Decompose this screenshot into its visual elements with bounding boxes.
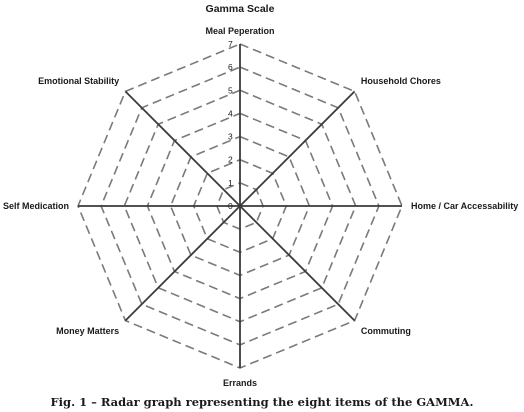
- tick-labels: 0 1 2 3 4 5 6 7: [228, 39, 233, 211]
- tick-label: 2: [228, 155, 233, 165]
- axis-label: Emotional Stability: [38, 76, 119, 86]
- axis-label: Money Matters: [56, 326, 119, 336]
- tick-label: 4: [228, 108, 233, 118]
- axis-spoke: [239, 205, 356, 322]
- tick-label: 1: [228, 178, 233, 188]
- tick-label: 6: [228, 62, 233, 72]
- chart-title: Gamma Scale: [206, 3, 275, 15]
- axis-spoke: [239, 90, 356, 207]
- axis-label: Meal Peperation: [205, 26, 274, 36]
- tick-label: 7: [228, 39, 233, 49]
- tick-label: 3: [228, 132, 233, 142]
- axis-label: Commuting: [361, 326, 411, 336]
- axis-label: Errands: [223, 378, 257, 388]
- tick-label: 0: [228, 201, 233, 211]
- axis-spoke: [124, 90, 241, 207]
- axis-label: Home / Car Accessability: [411, 201, 518, 211]
- axis-label: Household Chores: [361, 76, 441, 86]
- axis-spoke: [124, 205, 241, 322]
- figure-caption: Fig. 1 – Radar graph representing the ei…: [51, 395, 474, 409]
- tick-label: 5: [228, 85, 233, 95]
- axis-label: Self Medication: [3, 201, 69, 211]
- axis-spokes: [78, 44, 402, 368]
